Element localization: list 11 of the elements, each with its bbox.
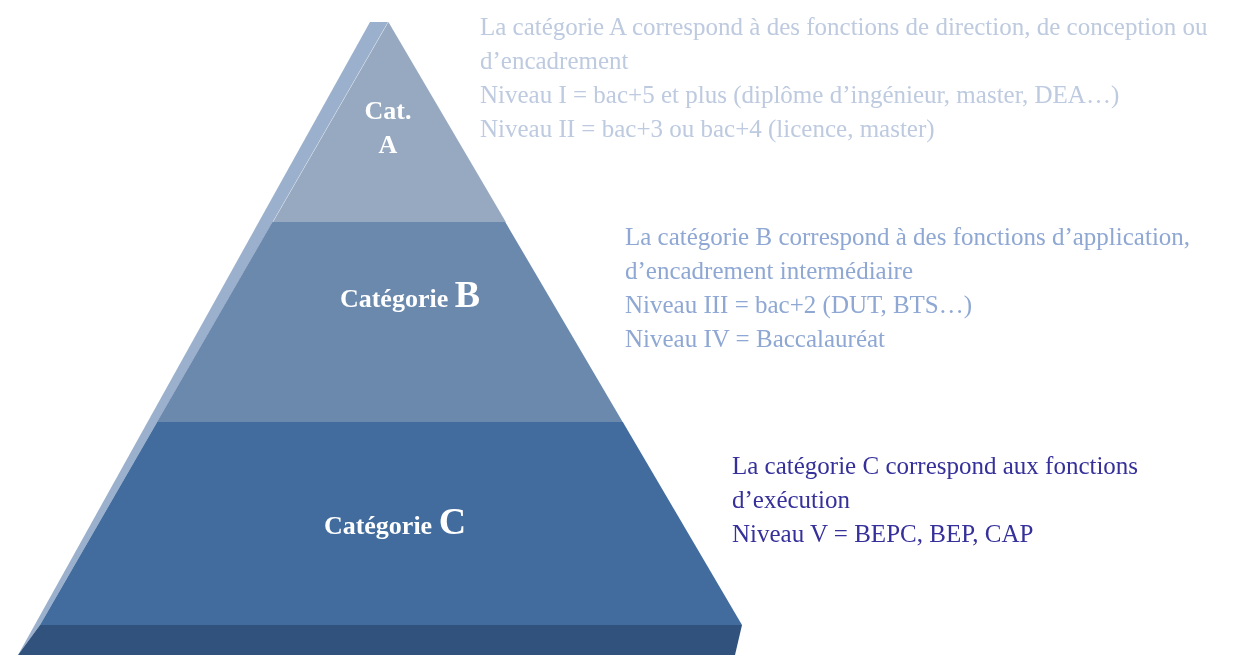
tier-label: Catégorie B xyxy=(338,272,482,318)
description-text: Niveau V = BEPC, BEP, CAP xyxy=(732,519,1035,549)
description-text: Niveau IV = Baccalauréat xyxy=(625,324,887,354)
description-text: Niveau II = bac+3 ou bac+4 (licence, master) xyxy=(480,114,936,145)
description-text: La catégorie A correspond à des fonctions de direction, de conception ou d’encadrement xyxy=(480,12,1209,76)
description-text: Niveau I = bac+5 et plus (diplôme d’ingénieur, master, DEA…) xyxy=(480,80,1121,111)
tier-label: Cat. A xyxy=(363,95,413,161)
tier-label: Catégorie C xyxy=(322,499,468,545)
description-text: La catégorie C correspond aux fonctions d’exécution xyxy=(732,451,1140,515)
description-text: Niveau III = bac+2 (DUT, BTS…) xyxy=(625,290,974,321)
description-text: La catégorie B correspond à des fonctions d’application, d’encadrement intermédiaire xyxy=(625,222,1192,286)
